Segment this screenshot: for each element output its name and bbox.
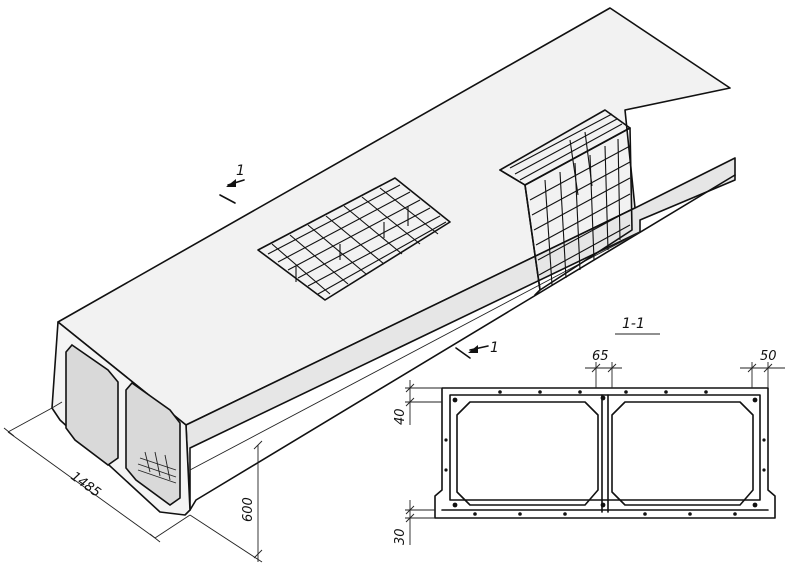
section-dim-40: 40 [393,380,442,425]
section-cell-right [611,401,754,506]
section-mark-top-label: 1 [236,163,245,179]
section-dim-40-label: 40 [393,408,408,425]
end-cutout [499,109,633,296]
section-1-1: 1-1 [393,316,785,545]
block-flange-edge [189,231,641,471]
hollow-core-right [125,381,181,506]
section-title: 1-1 [622,316,645,332]
section-dim-50-label: 50 [760,349,777,364]
section-dim-65-label: 65 [592,349,609,364]
core-mesh [137,451,177,484]
section-mark-right-label: 1 [490,340,499,356]
top-mesh-window [257,177,451,301]
dim-height-label: 600 [241,497,256,522]
section-cell-left [456,401,599,506]
section-dim-50: 50 [740,349,785,388]
hollow-core-left [65,343,119,466]
cutout-cage-mesh [509,113,631,286]
section-dim-30-label: 30 [393,528,408,545]
section-dim-30: 30 [393,500,435,545]
dim-height: 600 [189,440,263,563]
section-outline [434,387,776,519]
section-mark-right: 1 [455,340,499,359]
section-rebars [444,390,766,516]
dim-width-label: 1485 [68,469,104,501]
section-mark-top: 1 [219,163,245,204]
block-side-face [185,157,736,511]
section-dim-65: 65 [585,349,622,388]
block-flange [189,174,736,511]
top-window-frame [257,177,451,301]
hollow-cores [65,343,181,506]
